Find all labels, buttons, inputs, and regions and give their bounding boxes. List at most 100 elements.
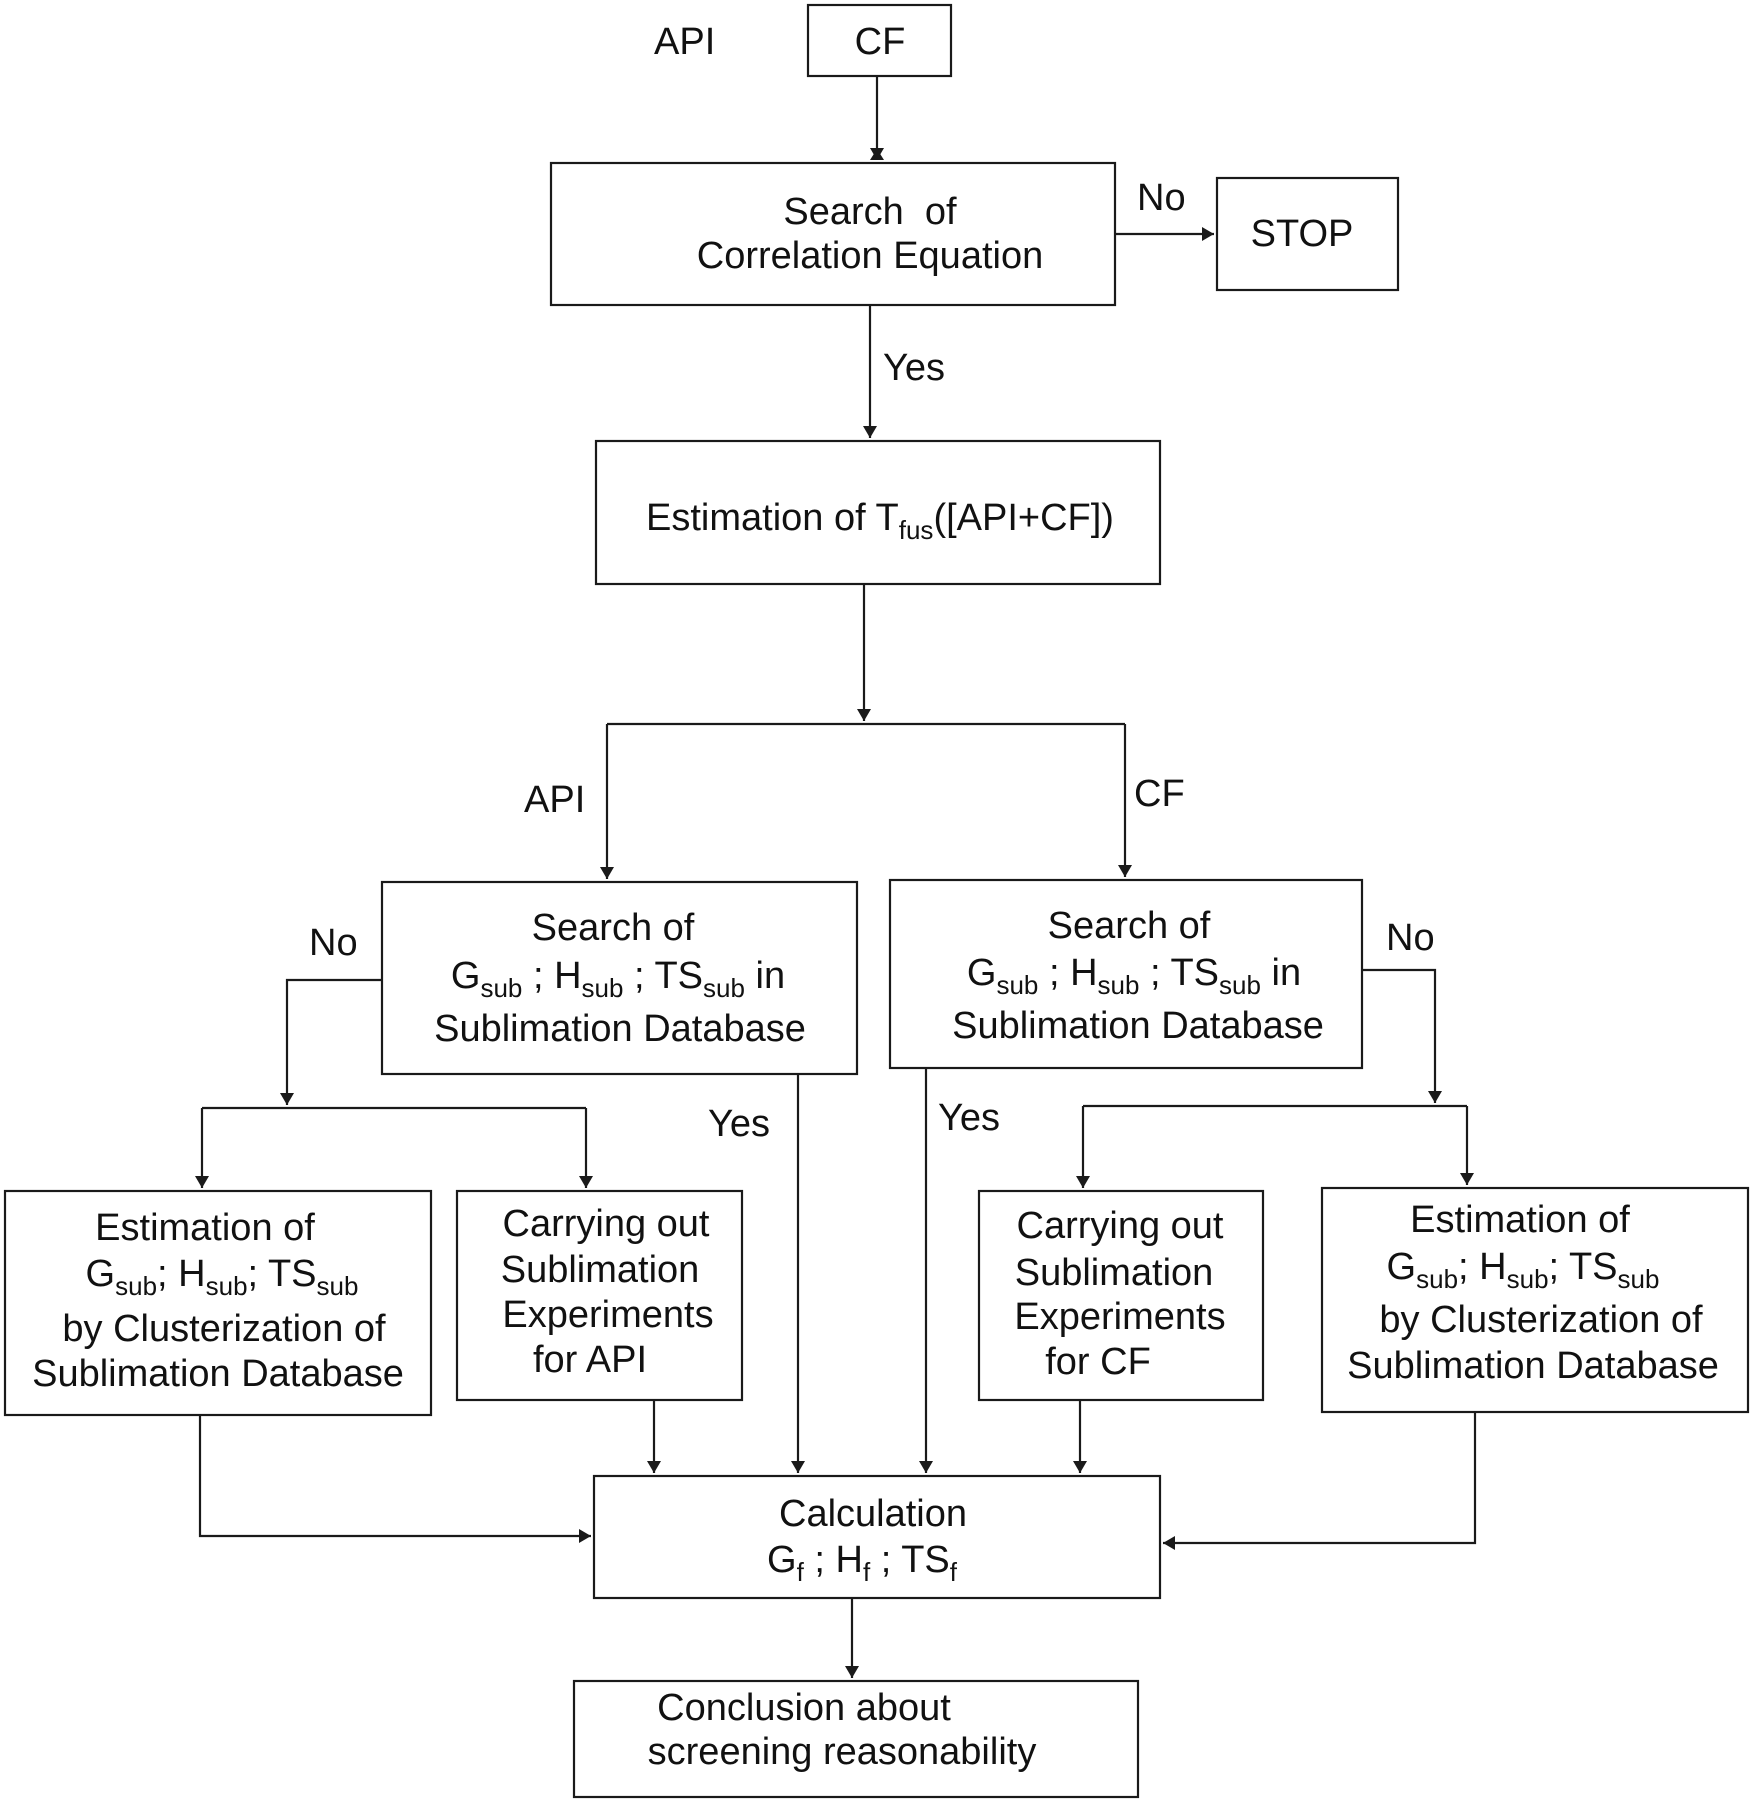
no-label-cf: No	[1386, 917, 1435, 959]
search-correlation-line2: Correlation Equation	[697, 235, 1043, 277]
experiments-api-line1: Carrying out	[503, 1203, 710, 1245]
api-top-label: API	[654, 21, 715, 63]
sub-label: f	[797, 1557, 805, 1587]
arrow-head	[600, 867, 614, 879]
estimation-cluster-cf-box	[1320, 1186, 1750, 1414]
estimation-cluster-api-box	[3, 1189, 433, 1417]
estimation-cluster-api-line2: Gsub; Hsub; TSsub	[86, 1253, 359, 1301]
g-symbol: G	[767, 1539, 797, 1581]
estimation-cluster-api-line4: Sublimation Database	[32, 1353, 404, 1395]
connector-cluster-api-to-calc	[198, 1415, 591, 1538]
separator: ;	[1038, 952, 1070, 994]
arrow-head	[1073, 1461, 1087, 1473]
sub-label: sub	[1507, 1264, 1549, 1294]
estimation-cluster-cf-line2: Gsub; Hsub; TSsub	[1387, 1246, 1660, 1294]
arrow-head	[647, 1461, 661, 1473]
experiments-api-box	[455, 1189, 744, 1402]
cf-branch-label: CF	[1134, 773, 1185, 815]
sub-label: f	[863, 1557, 871, 1587]
h-symbol: H	[1070, 952, 1097, 994]
arrow-head	[870, 148, 884, 160]
g-symbol: G	[86, 1253, 116, 1295]
arrow-head	[1076, 1176, 1090, 1188]
experiments-cf-box	[977, 1189, 1265, 1402]
sub-label: sub	[582, 973, 624, 1003]
sub-label: sub	[317, 1271, 359, 1301]
arrow-head	[1428, 1091, 1442, 1103]
calculation-line1: Calculation	[779, 1493, 967, 1535]
conclusion-line1: Conclusion about	[657, 1687, 951, 1729]
ts-symbol: TS	[1569, 1246, 1618, 1288]
estimation-cluster-cf-line3: by Clusterization of	[1379, 1299, 1703, 1341]
h-symbol: H	[1479, 1246, 1506, 1288]
sub-label: f	[950, 1557, 958, 1587]
connector-api-no	[285, 978, 382, 1105]
sub-label: sub	[1416, 1264, 1458, 1294]
search-correlation-box	[549, 161, 1117, 307]
arrow-head	[791, 1461, 805, 1473]
cf-box-label: CF	[855, 21, 906, 63]
h-symbol: H	[554, 955, 581, 997]
search-db-cf-line1: Search of	[1048, 905, 1211, 947]
conclusion-line2: screening reasonability	[648, 1731, 1037, 1773]
h-symbol: H	[836, 1539, 863, 1581]
connector-cluster-cf-to-calc	[1163, 1412, 1477, 1545]
ts-symbol: TS	[268, 1253, 317, 1295]
separator: ;	[870, 1539, 901, 1581]
arrow-head	[1163, 1536, 1175, 1550]
sub-label: sub	[996, 970, 1038, 1000]
estimation-tfus-prefix: Estimation of T	[646, 497, 899, 539]
ts-symbol: TS	[1170, 952, 1219, 994]
arrow-head	[863, 426, 877, 438]
estimation-cluster-cf-line1: Estimation of	[1410, 1199, 1630, 1241]
ts-symbol: TS	[654, 955, 703, 997]
yes-label-correlation: Yes	[883, 347, 945, 389]
estimation-cluster-cf-line4: Sublimation Database	[1347, 1345, 1719, 1387]
in-word: in	[1261, 952, 1301, 994]
calculation-line2: Gf ; Hf ; TSf	[767, 1539, 958, 1587]
estimation-cluster-api-line1: Estimation of	[95, 1207, 315, 1249]
g-symbol: G	[1387, 1246, 1417, 1288]
estimation-tfus-suffix: ([API+CF])	[933, 497, 1114, 539]
search-db-cf-line2: Gsub ; Hsub ; TSsub in	[967, 952, 1301, 1000]
arrow-head	[1202, 227, 1214, 241]
search-db-api-box	[380, 880, 859, 1076]
search-db-api-line1: Search of	[532, 907, 695, 949]
search-db-cf-line3: Sublimation Database	[952, 1005, 1324, 1047]
arrow-head	[579, 1529, 591, 1543]
experiments-api-line3: Experiments	[502, 1294, 713, 1336]
calculation-box	[592, 1474, 1162, 1600]
separator: ;	[623, 955, 654, 997]
arrow-head	[919, 1461, 933, 1473]
sub-label: sub	[480, 973, 522, 1003]
g-symbol: G	[967, 952, 997, 994]
separator: ;	[157, 1253, 178, 1295]
estimation-tfus-label: Estimation of Tfus([API+CF])	[646, 497, 1114, 545]
experiments-cf-line3: Experiments	[1014, 1296, 1225, 1338]
separator: ;	[248, 1253, 268, 1295]
search-db-api-line3: Sublimation Database	[434, 1008, 806, 1050]
yes-label-cf: Yes	[938, 1097, 1000, 1139]
conclusion-box	[572, 1679, 1140, 1799]
separator: ;	[1549, 1246, 1569, 1288]
sub-label: sub	[703, 973, 745, 1003]
separator: ;	[804, 1539, 836, 1581]
connector-cf-no	[1362, 968, 1437, 1103]
estimation-tfus-sub: fus	[899, 515, 934, 545]
sub-label: sub	[1098, 970, 1140, 1000]
g-symbol: G	[451, 955, 481, 997]
search-correlation-line1: Search of	[783, 191, 957, 233]
api-branch-label: API	[524, 779, 585, 821]
arrow-head	[579, 1176, 593, 1188]
experiments-api-line4: for API	[533, 1339, 647, 1381]
sub-label: sub	[1618, 1264, 1660, 1294]
stop-box	[1215, 176, 1400, 292]
no-label-api: No	[309, 922, 358, 964]
sub-label: sub	[206, 1271, 248, 1301]
separator: ;	[1139, 952, 1170, 994]
arrow-head	[857, 709, 871, 721]
ts-symbol: TS	[901, 1539, 950, 1581]
experiments-cf-line4: for CF	[1045, 1341, 1151, 1383]
arrow-head	[280, 1093, 294, 1105]
